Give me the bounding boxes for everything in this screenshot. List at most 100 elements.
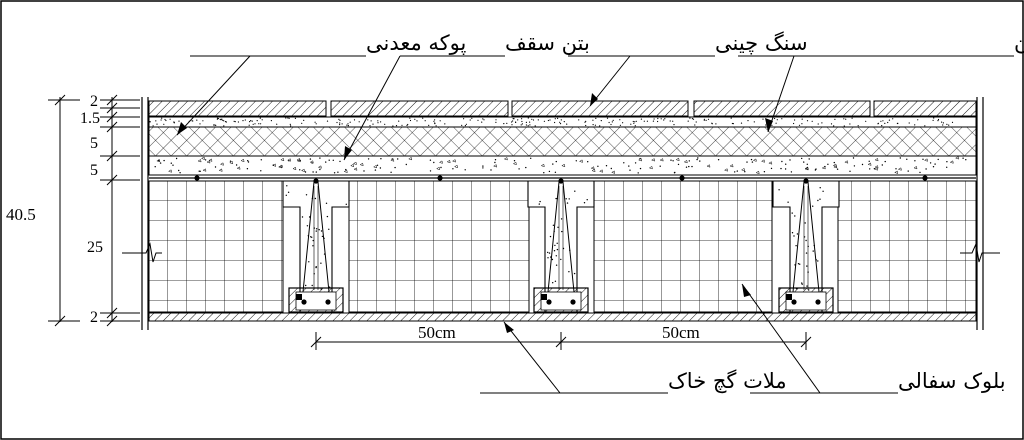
concrete-grain: [790, 171, 793, 173]
concrete-grain: [175, 157, 178, 160]
concrete-aggregate: [197, 159, 202, 163]
joist-grain: [573, 272, 576, 275]
mortar-grain: [301, 122, 303, 124]
mortar-grain: [731, 122, 734, 125]
concrete-grain: [685, 166, 688, 168]
concrete-aggregate: [229, 160, 234, 165]
joist-grain: [799, 263, 801, 265]
mortar-grain: [703, 118, 706, 120]
joist-grain: [806, 265, 808, 267]
concrete-aggregate: [675, 157, 680, 162]
concrete-grain: [937, 158, 939, 161]
concrete-grain: [634, 162, 637, 164]
concrete-aggregate: [874, 165, 879, 169]
mortar-grain: [339, 119, 341, 121]
concrete-grain: [808, 158, 810, 160]
concrete-aggregate: [874, 167, 878, 171]
concrete-grain: [717, 159, 720, 161]
mortar-grain: [149, 121, 151, 123]
mortar-grain: [715, 123, 717, 125]
mortar-grain: [611, 121, 613, 123]
concrete-grain: [575, 160, 577, 162]
mortar-grain: [584, 121, 586, 123]
joist-grain: [539, 200, 541, 203]
concrete-grain: [394, 166, 396, 169]
joist-grain: [568, 271, 570, 273]
joist-grain: [301, 216, 304, 218]
concrete-grain: [610, 167, 612, 170]
joist-grain: [793, 235, 795, 237]
concrete-aggregate: [317, 165, 322, 169]
mortar-grain: [315, 123, 317, 125]
mortar-grain: [163, 123, 165, 125]
concrete-grain: [494, 161, 496, 164]
mortar-grain: [532, 119, 535, 121]
joist-grain: [308, 261, 310, 263]
mortar-grain: [380, 121, 382, 123]
concrete-grain: [339, 160, 341, 163]
mortar-grain: [353, 119, 356, 121]
concrete-grain: [946, 161, 948, 163]
joist-grain: [305, 194, 308, 196]
mortar-grain: [801, 118, 803, 120]
joist-base-core: [540, 291, 582, 311]
dim-wool-thickness: 5: [90, 135, 98, 152]
mortar-grain: [444, 123, 446, 125]
concrete-grain: [750, 158, 753, 161]
mortar-grain: [346, 124, 348, 126]
mortar-grain: [794, 119, 796, 121]
joist-grain: [548, 252, 551, 254]
mortar-grain: [259, 117, 261, 119]
joist-bottom-rebar: [570, 299, 576, 305]
joist-grain: [314, 197, 317, 200]
label-clay-block: بلوک سفالی: [898, 369, 1006, 393]
concrete-aggregate: [272, 163, 277, 167]
mortar-grain: [250, 120, 252, 122]
concrete-grain: [803, 161, 805, 163]
mortar-grain: [339, 122, 341, 124]
joist-grain: [791, 212, 793, 214]
mortar-grain: [221, 118, 223, 120]
spacing-dimension: [310, 332, 812, 350]
concrete-aggregate: [924, 158, 928, 162]
mortar-grain: [845, 118, 847, 120]
mortar-grain: [409, 117, 411, 119]
concrete-grain: [429, 170, 432, 172]
mortar-grain: [401, 124, 403, 126]
mortar-grain: [439, 120, 441, 122]
concrete-grain: [170, 162, 172, 164]
mortar-grain: [336, 121, 338, 124]
mortar-grain: [244, 119, 246, 121]
mortar-grain: [592, 124, 594, 126]
mortar-grain: [258, 123, 260, 125]
mortar-grain: [471, 117, 473, 119]
mortar-grain: [223, 120, 225, 122]
concrete-grain: [597, 165, 599, 167]
concrete-grain: [919, 171, 921, 174]
concrete-aggregate: [408, 157, 413, 161]
concrete-grain: [452, 168, 454, 170]
concrete-aggregate: [352, 161, 357, 165]
joist-grain: [557, 226, 559, 228]
mortar-grain: [806, 120, 809, 122]
concrete-grain: [734, 171, 736, 173]
mortar-grain: [774, 117, 776, 120]
joist-grain: [321, 235, 324, 238]
mortar-grain: [358, 121, 360, 123]
concrete-grain: [763, 171, 766, 173]
concrete-aggregate: [438, 160, 443, 164]
concrete-aggregate: [540, 163, 545, 168]
mortar-grain: [595, 117, 597, 119]
joist-grain: [812, 250, 814, 252]
mortar-grain: [223, 125, 225, 127]
mortar-grain: [610, 123, 612, 126]
joist-grain: [560, 218, 563, 220]
mortar-grain: [433, 120, 435, 122]
concrete-grain: [781, 160, 783, 163]
concrete-grain: [785, 163, 787, 165]
concrete-grain: [543, 172, 545, 174]
concrete-grain: [873, 168, 876, 170]
concrete-aggregate: [292, 166, 297, 171]
mortar-grain: [531, 118, 533, 120]
